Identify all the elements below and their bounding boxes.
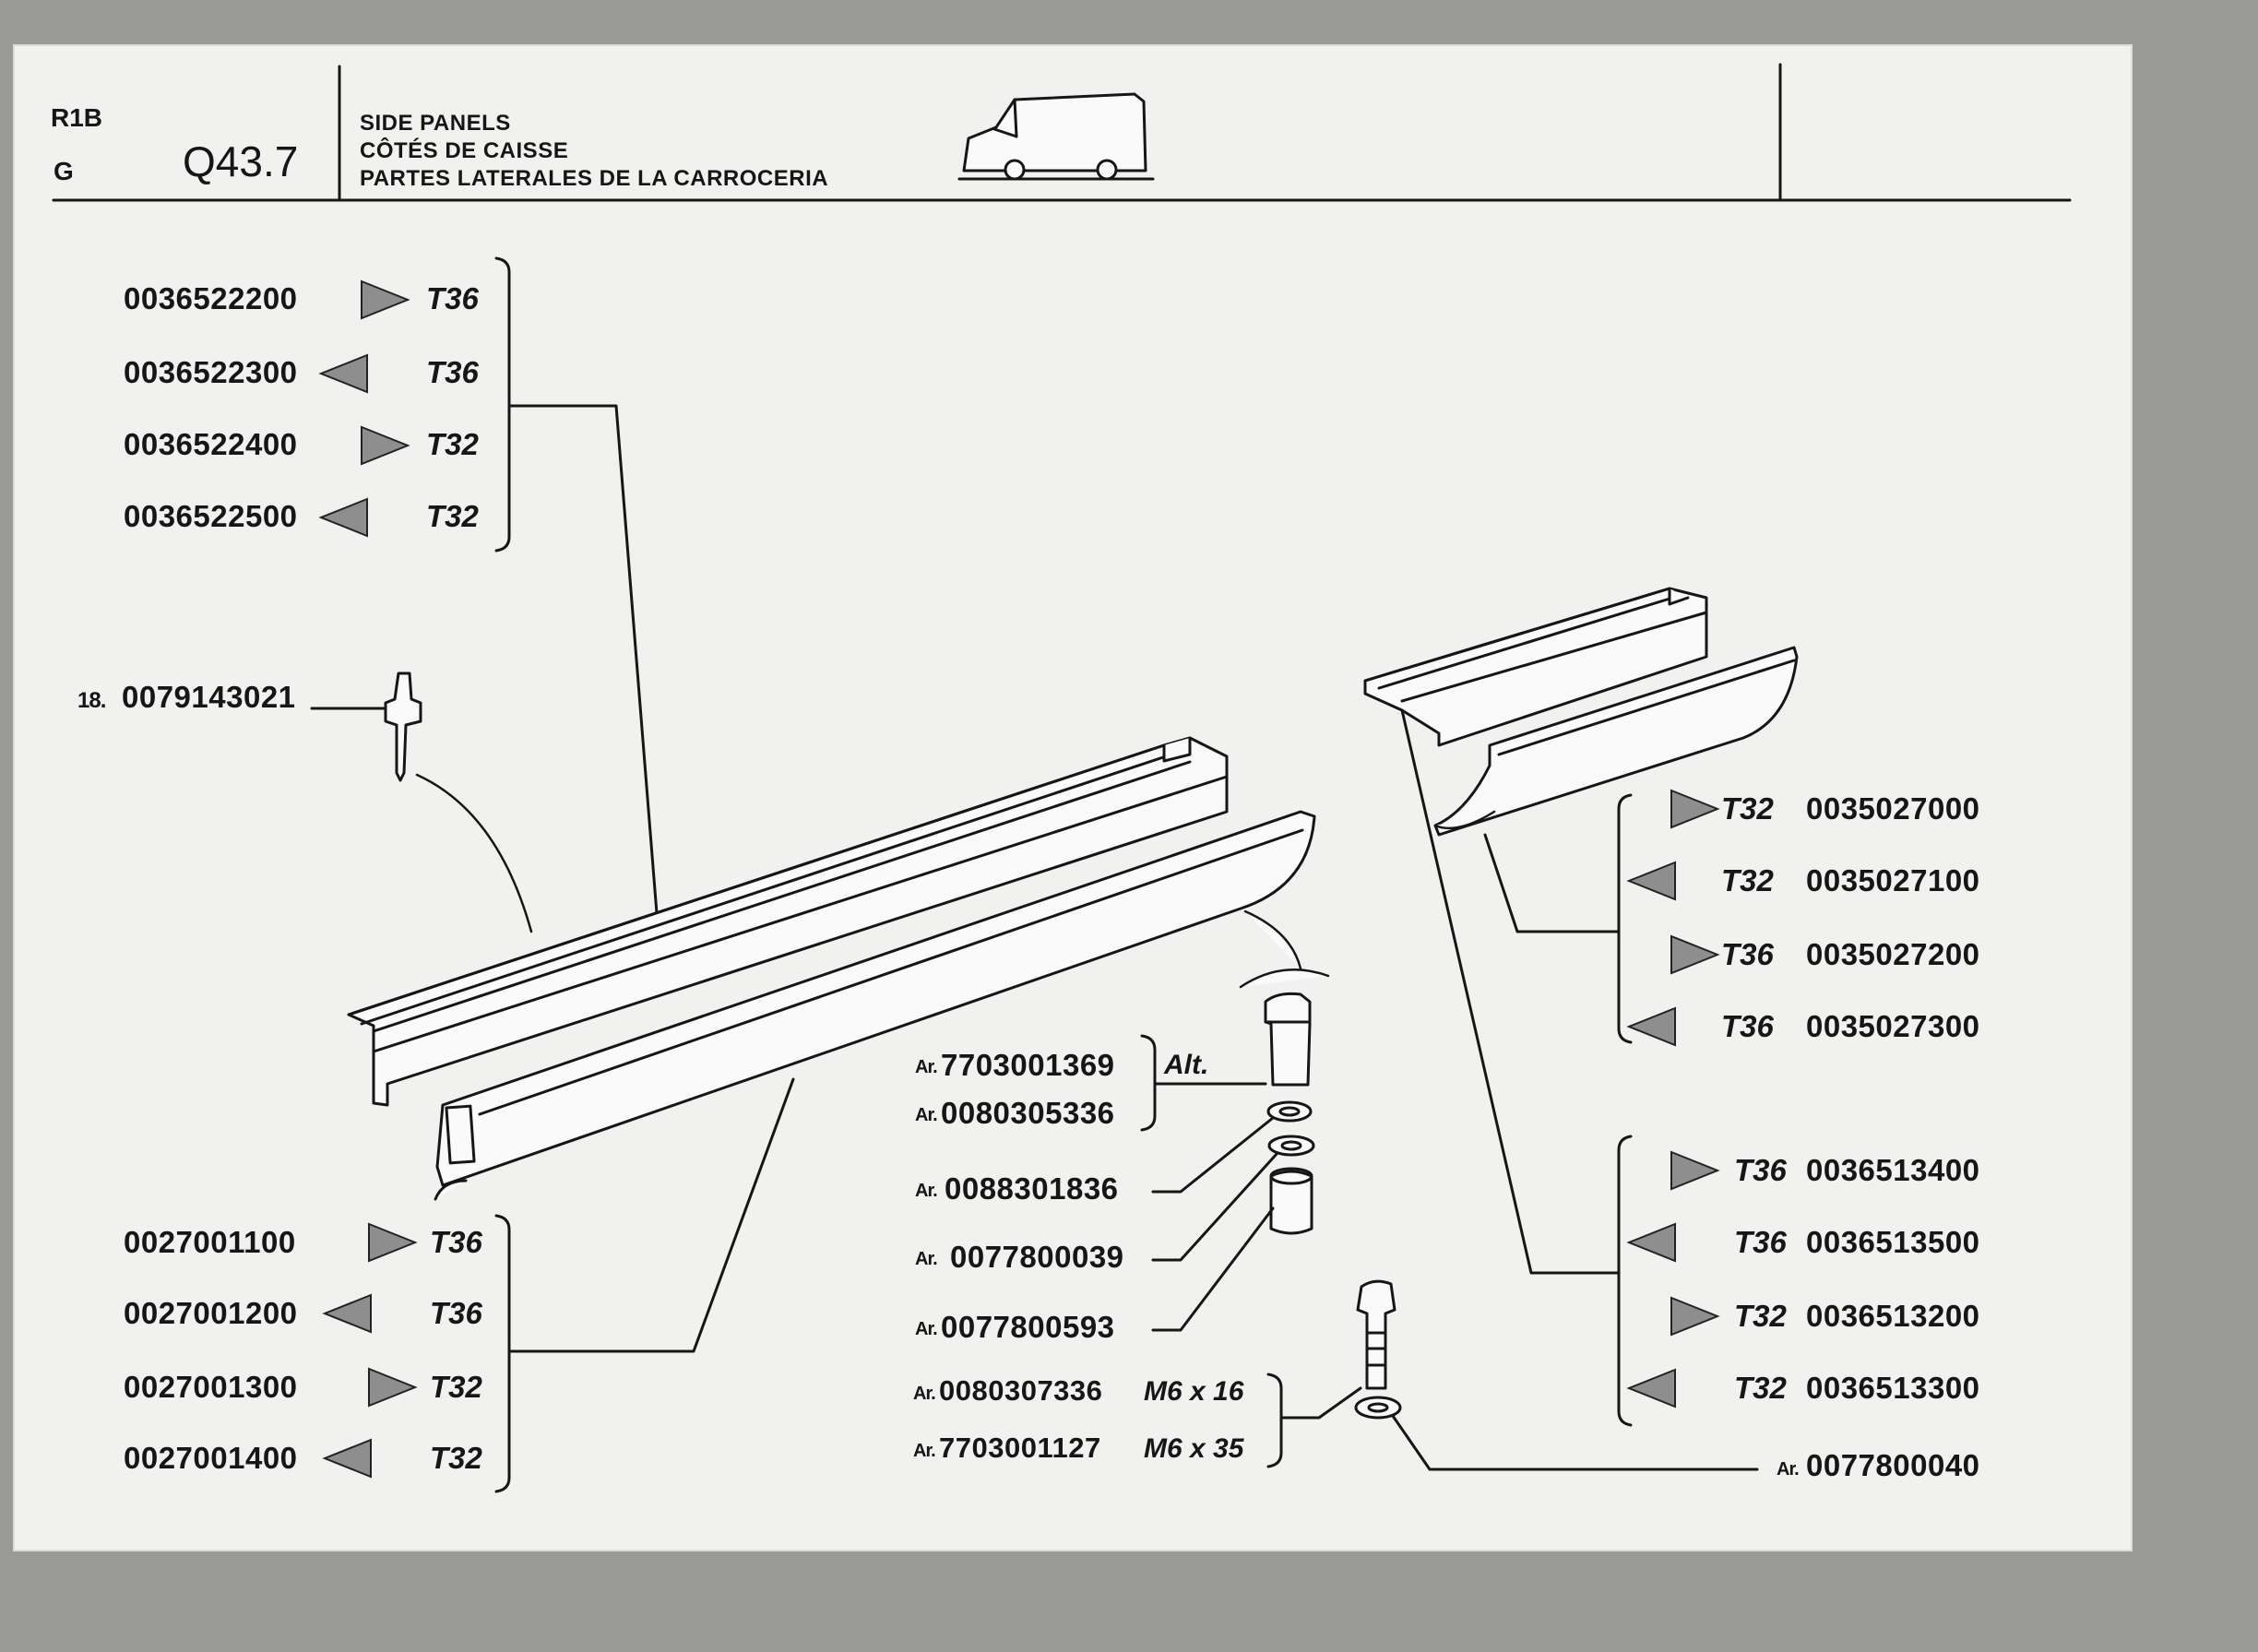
left-side-arrow-icon	[1626, 1368, 1676, 1408]
right-side-arrow-icon	[361, 279, 410, 320]
left-side-arrow-icon	[1626, 1222, 1676, 1263]
part-number[interactable]: 0036513300	[1806, 1371, 1980, 1405]
variant-label: T32	[430, 1370, 482, 1404]
right-side-arrow-icon	[1670, 789, 1720, 829]
m6-bolt-part	[1356, 1279, 1396, 1390]
washer-part-1	[1266, 1100, 1313, 1123]
part-number[interactable]: 0036522400	[124, 427, 298, 461]
ar-prefix: Ar.	[915, 1181, 938, 1201]
part-number[interactable]: 0036513500	[1806, 1225, 1980, 1259]
sill-channel-left	[347, 736, 1229, 1107]
part-number[interactable]: 0027001100	[124, 1225, 296, 1259]
part-number[interactable]: 0036522300	[124, 355, 298, 389]
left-side-arrow-icon	[1626, 1006, 1676, 1047]
ar-prefix: Ar.	[913, 1441, 936, 1461]
part-number[interactable]: 0036513400	[1806, 1153, 1980, 1187]
bracket-top-left	[494, 256, 511, 553]
ar-prefix: Ar.	[915, 1057, 938, 1077]
washer-right-part-number[interactable]: 0077800040	[1806, 1448, 1980, 1482]
ar-prefix: Ar.	[915, 1319, 938, 1339]
ar-prefix: Ar.	[1777, 1459, 1800, 1480]
variant-label: T36	[426, 281, 479, 315]
right-side-arrow-icon	[1670, 1150, 1720, 1191]
variant-label: T32	[430, 1441, 482, 1475]
left-side-arrow-icon	[1626, 861, 1676, 901]
sill-channel-right	[1363, 587, 1708, 747]
spacer-part	[1269, 1170, 1313, 1235]
sill-cover-right	[1433, 646, 1799, 837]
title-french: CÔTÉS DE CAISSE	[360, 138, 569, 163]
ar-prefix: Ar.	[915, 1105, 938, 1125]
left-side-arrow-icon	[322, 1438, 372, 1479]
variant-label: T32	[1721, 791, 1774, 826]
left-side-arrow-icon	[318, 497, 368, 538]
variant-label: T32	[1734, 1371, 1787, 1405]
part-number[interactable]: 0035027200	[1806, 937, 1980, 971]
right-side-arrow-icon	[361, 425, 410, 466]
part-number[interactable]: 0035027300	[1806, 1009, 1980, 1043]
bracket-bottom-left	[494, 1214, 511, 1493]
variant-label: T36	[430, 1296, 482, 1330]
right-side-arrow-icon	[368, 1367, 418, 1408]
variant-label: T36	[1734, 1153, 1787, 1187]
part-number[interactable]: 0027001400	[124, 1441, 298, 1475]
left-side-arrow-icon	[322, 1293, 372, 1334]
part-number[interactable]: 0036522500	[124, 499, 298, 533]
rivet-part	[310, 671, 533, 933]
m6-35-part-number[interactable]: 7703001127	[939, 1432, 1101, 1464]
title-english: SIDE PANELS	[360, 111, 511, 136]
washer-part-number[interactable]: 0088301836	[945, 1171, 1119, 1206]
rivet-quantity: 18.	[77, 688, 106, 713]
part-number[interactable]: 0035027000	[1806, 791, 1980, 826]
model-code: R1B	[51, 103, 103, 132]
grade-code: G	[53, 157, 74, 185]
title-spanish: PARTES LATERALES DE LA CARROCERIA	[360, 166, 829, 191]
variant-label: T32	[1721, 863, 1774, 897]
variant-label: T36	[426, 355, 479, 389]
right-side-arrow-icon	[1670, 934, 1720, 975]
right-side-arrow-icon	[368, 1222, 418, 1263]
page-reference: Q43.7	[183, 137, 299, 185]
sill-cover-left	[434, 810, 1316, 1201]
bracket-bolt-alt	[1140, 1034, 1157, 1132]
van-icon	[957, 92, 1155, 181]
variant-label: T36	[1721, 1009, 1774, 1043]
ar-prefix: Ar.	[915, 1249, 938, 1269]
washer-part-2	[1267, 1135, 1315, 1157]
variant-label: T32	[1734, 1299, 1787, 1333]
spacer-part-number[interactable]: 0077800593	[941, 1310, 1115, 1344]
variant-label: T36	[1734, 1225, 1787, 1259]
right-side-arrow-icon	[1670, 1296, 1720, 1337]
part-number[interactable]: 0036513200	[1806, 1299, 1980, 1333]
part-number[interactable]: 0036522200	[124, 281, 298, 315]
part-number[interactable]: 0027001300	[124, 1370, 298, 1404]
bracket-m6	[1266, 1373, 1283, 1468]
part-number[interactable]: 0027001200	[124, 1296, 298, 1330]
bolt-part	[1239, 969, 1330, 1087]
m6-35-spec: M6 x 35	[1144, 1433, 1244, 1464]
m6-16-spec: M6 x 16	[1144, 1376, 1244, 1407]
m6-16-part-number[interactable]: 0080307336	[939, 1374, 1103, 1407]
alt-label: Alt.	[1164, 1050, 1209, 1080]
bolt-alt-part-number[interactable]: 0080305336	[941, 1096, 1115, 1130]
variant-label: T32	[426, 427, 479, 461]
left-side-arrow-icon	[318, 353, 368, 394]
variant-label: T32	[426, 499, 479, 533]
bracket-right-upper	[1617, 793, 1633, 1044]
variant-label: T36	[1721, 937, 1774, 971]
rivet-part-number[interactable]: 0079143021	[122, 680, 296, 714]
washer-part-number[interactable]: 0077800039	[950, 1240, 1124, 1274]
ar-prefix: Ar.	[913, 1384, 936, 1404]
m6-washer-part	[1354, 1396, 1402, 1420]
part-number[interactable]: 0035027100	[1806, 863, 1980, 897]
bolt-part-number[interactable]: 7703001369	[941, 1048, 1115, 1082]
variant-label: T36	[430, 1225, 482, 1259]
bracket-right-lower	[1617, 1135, 1633, 1427]
